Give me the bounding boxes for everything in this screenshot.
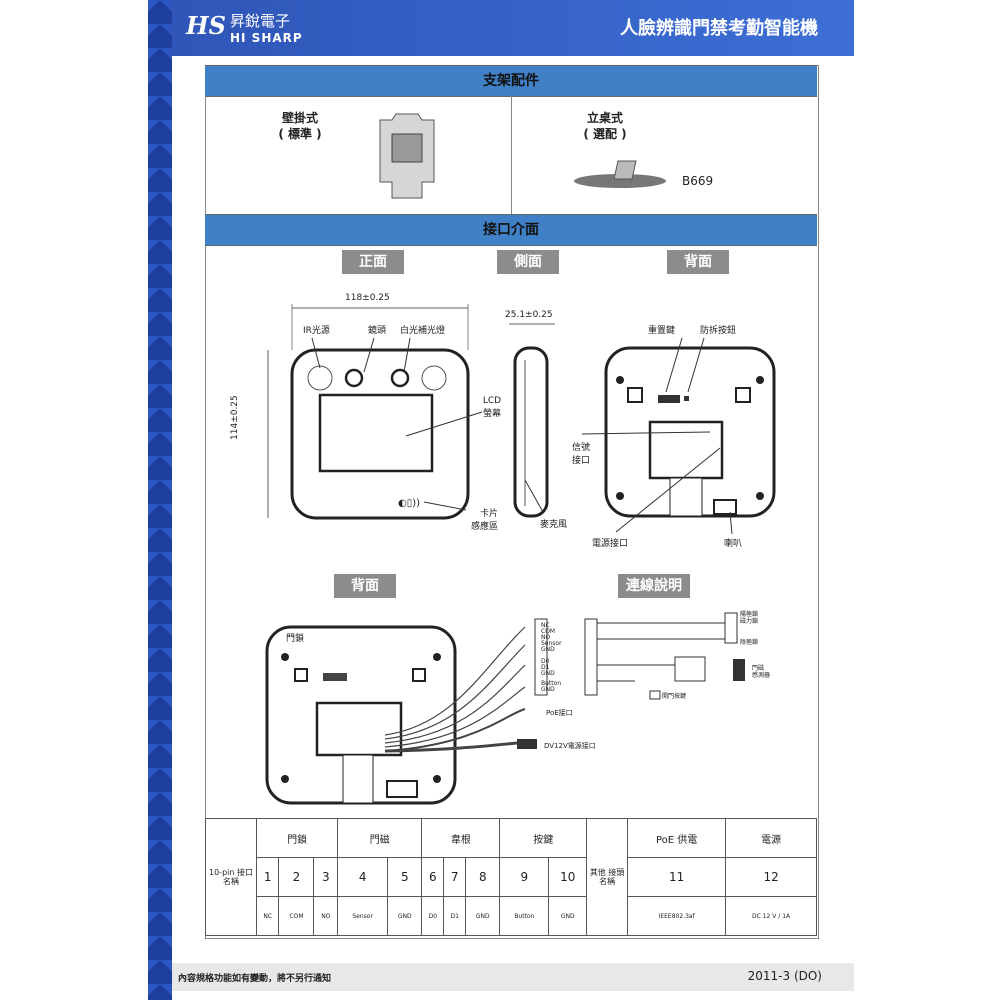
- wall-bracket-image: [379, 113, 435, 199]
- signal-label: 信號接口: [572, 443, 591, 466]
- margin: [854, 0, 1000, 1000]
- footer: 內容規格功能如有變動，將不另行通知 2011-3 (DO): [172, 963, 854, 991]
- pin-name: GND: [465, 896, 501, 936]
- width-dimension: 118±0.25: [345, 293, 390, 303]
- stand-label: 立桌式( 選配 ): [583, 111, 627, 141]
- white-light-label: 白光補光燈: [400, 326, 446, 336]
- pin-number: 5: [387, 857, 423, 897]
- open-button-label: 開門按鍵: [662, 693, 687, 700]
- pin-name: COM: [278, 896, 315, 936]
- disclaimer: 內容規格功能如有變動，將不另行通知: [178, 974, 332, 984]
- stand-bracket-image: [574, 160, 666, 188]
- pin-name: DC 12 V / 1A: [725, 896, 817, 936]
- speaker-label: 喇叭: [724, 539, 743, 549]
- pin-name: NO: [313, 896, 339, 936]
- power-header: 電源: [725, 818, 817, 858]
- stand-model: B669: [682, 174, 714, 188]
- pin-number: 8: [465, 857, 501, 897]
- door-detector-label: 門磁感測器: [752, 665, 771, 679]
- wall-label: 壁掛式( 標準 ): [278, 111, 322, 141]
- group-wiegand: 韋根: [421, 818, 501, 858]
- section-interface: 接口介面: [205, 214, 817, 246]
- document-code: 2011-3 (DO): [747, 969, 822, 983]
- tamper-label: 防拆按鈕: [700, 326, 737, 336]
- reset-key-label: 重置鍵: [648, 326, 676, 336]
- pin-table: 10-pin 接口 名稱 門鎖 門磁 韋根 按鍵 其他 接頭 名稱 PoE 供電…: [205, 818, 817, 936]
- pin-number: 2: [278, 857, 315, 897]
- divider: [511, 96, 512, 214]
- dc-label: DV12V電源接口: [544, 742, 596, 750]
- depth-dimension: 25.1±0.25: [505, 310, 553, 320]
- pin-number: 7: [443, 857, 467, 897]
- mic-label: 麥克風: [540, 520, 568, 530]
- section-bracket: 支架配件: [205, 65, 817, 97]
- header-banner: HS 昇銳電子 HI SHARP 人臉辨識門禁考勤智能機: [172, 0, 854, 56]
- back-view-diagram: [581, 337, 776, 535]
- lens-label: 鏡頭: [368, 326, 387, 336]
- pin-number: 11: [627, 857, 727, 897]
- tag-back-2: 背面: [334, 574, 396, 598]
- tag-wiring: 連線說明: [618, 574, 690, 598]
- tag-side: 側面: [497, 250, 559, 274]
- pin-name: NC: [255, 896, 280, 936]
- pin-number: 10: [548, 857, 588, 897]
- side-view-diagram: [509, 323, 555, 518]
- ir-label: IR光源: [303, 326, 330, 336]
- brand-name-en: HI SHARP: [230, 31, 303, 45]
- page-title: 人臉辨識門禁考勤智能機: [620, 18, 818, 39]
- tag-back: 背面: [667, 250, 729, 274]
- anode-lock-label: 陽極鎖磁力鎖: [740, 611, 759, 625]
- pin-number: 9: [499, 857, 550, 897]
- pin-name: GND: [548, 896, 588, 936]
- pin-row-label: 10-pin 接口 名稱: [205, 818, 257, 936]
- height-dimension: 114±0.25: [230, 395, 240, 440]
- group-mag: 門磁: [337, 818, 423, 858]
- wiring-diagram: [265, 612, 745, 805]
- pin-number: 1: [255, 857, 280, 897]
- pin-number: 4: [337, 857, 389, 897]
- pin-name: IEEE802.3af: [627, 896, 727, 936]
- wire-lock-label: 門鎖: [286, 634, 305, 644]
- poe-label: PoE接口: [546, 709, 573, 717]
- pin-name: Button: [499, 896, 550, 936]
- poe-header: PoE 供電: [627, 818, 727, 858]
- front-view-diagram: ◐▯)): [267, 304, 483, 520]
- pin-number: 6: [421, 857, 445, 897]
- svg-text:◐▯)): ◐▯)): [398, 498, 420, 509]
- logo-icon: HS: [186, 11, 227, 40]
- decorative-strip: [148, 0, 172, 1000]
- pin-number: 3: [313, 857, 339, 897]
- pin-name: D1: [443, 896, 467, 936]
- group-button: 按鍵: [499, 818, 588, 858]
- brand-name: 昇銳電子: [230, 12, 291, 30]
- power-port-label: 電源接口: [592, 539, 629, 549]
- cathode-lock-label: 陰極鎖: [740, 639, 759, 646]
- other-label: 其他 接頭 名稱: [586, 818, 629, 936]
- group-lock: 門鎖: [255, 818, 339, 858]
- tag-front: 正面: [342, 250, 404, 274]
- card-label: 卡片感應區: [470, 509, 498, 532]
- pin-name: GND: [387, 896, 423, 936]
- pin-name: D0: [421, 896, 445, 936]
- pin-name: Sensor: [337, 896, 389, 936]
- pin-number: 12: [725, 857, 817, 897]
